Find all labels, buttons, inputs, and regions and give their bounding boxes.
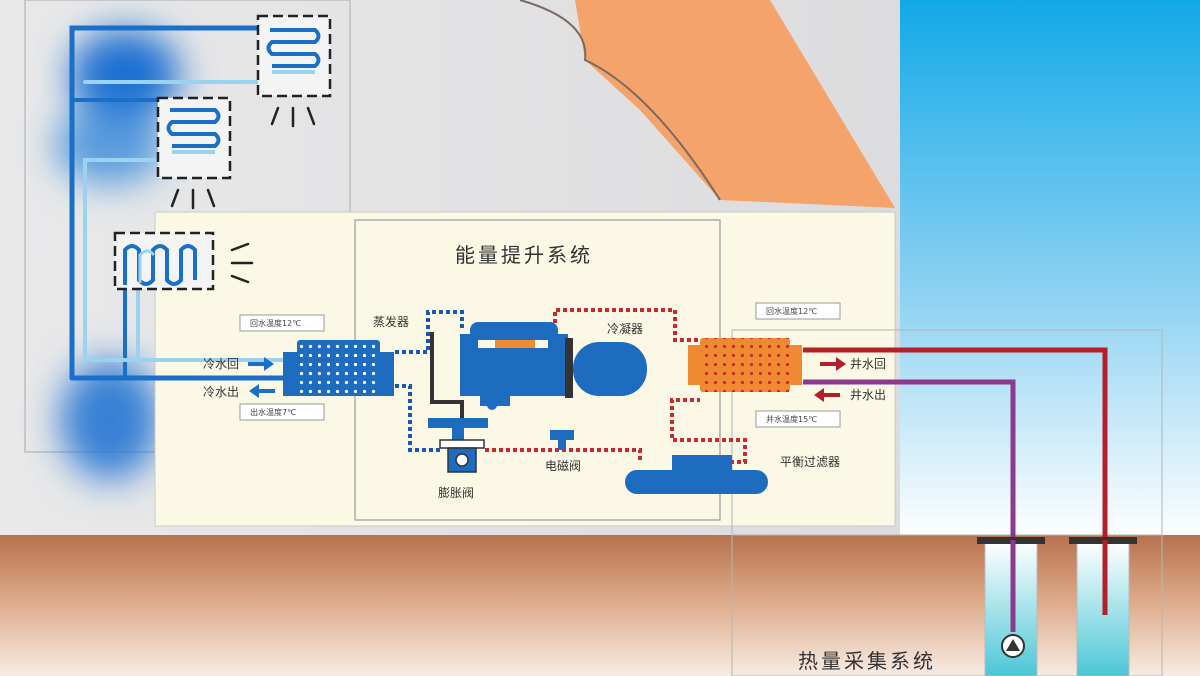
roof-edge — [519, 0, 721, 201]
balance-filter-tank — [625, 455, 768, 494]
solenoid-valve-label: 电磁阀 — [545, 458, 581, 473]
condenser-exchanger — [688, 338, 802, 392]
fan-coil-unit-bottom — [113, 231, 254, 291]
well-return-temp: 回水温度12℃ — [766, 306, 817, 316]
expansion-valve-label: 膨胀阀 — [438, 486, 474, 500]
solenoid-valve — [550, 430, 574, 450]
chilled-supply-temp: 出水温度7℃ — [250, 407, 296, 417]
chilled-return-temp-box — [239, 314, 325, 332]
chilled-water-supply-label: 冷水出 — [203, 385, 239, 399]
pressure-line — [430, 332, 464, 418]
supply-well — [977, 537, 1045, 676]
return-well — [1069, 537, 1137, 676]
balance-filter-label: 平衡过滤器 — [780, 455, 840, 469]
compressor — [460, 322, 647, 410]
well-water-return-label: 井水回 — [850, 357, 886, 371]
refrigerant-circuit — [395, 308, 747, 464]
evaporator-exchanger — [283, 340, 394, 396]
well-supply-temp-box — [755, 410, 841, 428]
evaporator-label: 蒸发器 — [373, 314, 409, 329]
roof — [520, 0, 895, 208]
well-supply-temp: 井水温度15℃ — [766, 414, 817, 424]
heat-collection-box — [731, 329, 1163, 676]
well-water-supply-label: 井水出 — [850, 388, 886, 402]
fan-coil-unit-top — [256, 14, 332, 128]
energy-system-title: 能量提升系统 — [455, 243, 593, 267]
fan-coil-unit-middle — [156, 96, 232, 210]
well-return-temp-box — [755, 302, 841, 320]
chilled-supply-temp-box — [239, 403, 325, 421]
heat-collection-title: 热量采集系统 — [798, 649, 936, 673]
expansion-valve — [428, 418, 488, 473]
chilled-water-arrows — [248, 357, 275, 398]
chilled-water-return-label: 冷水回 — [203, 357, 239, 371]
chilled-return-temp: 回水温度12℃ — [250, 318, 301, 328]
cold-air-glow — [55, 30, 180, 480]
condenser-label: 冷凝器 — [607, 321, 643, 336]
